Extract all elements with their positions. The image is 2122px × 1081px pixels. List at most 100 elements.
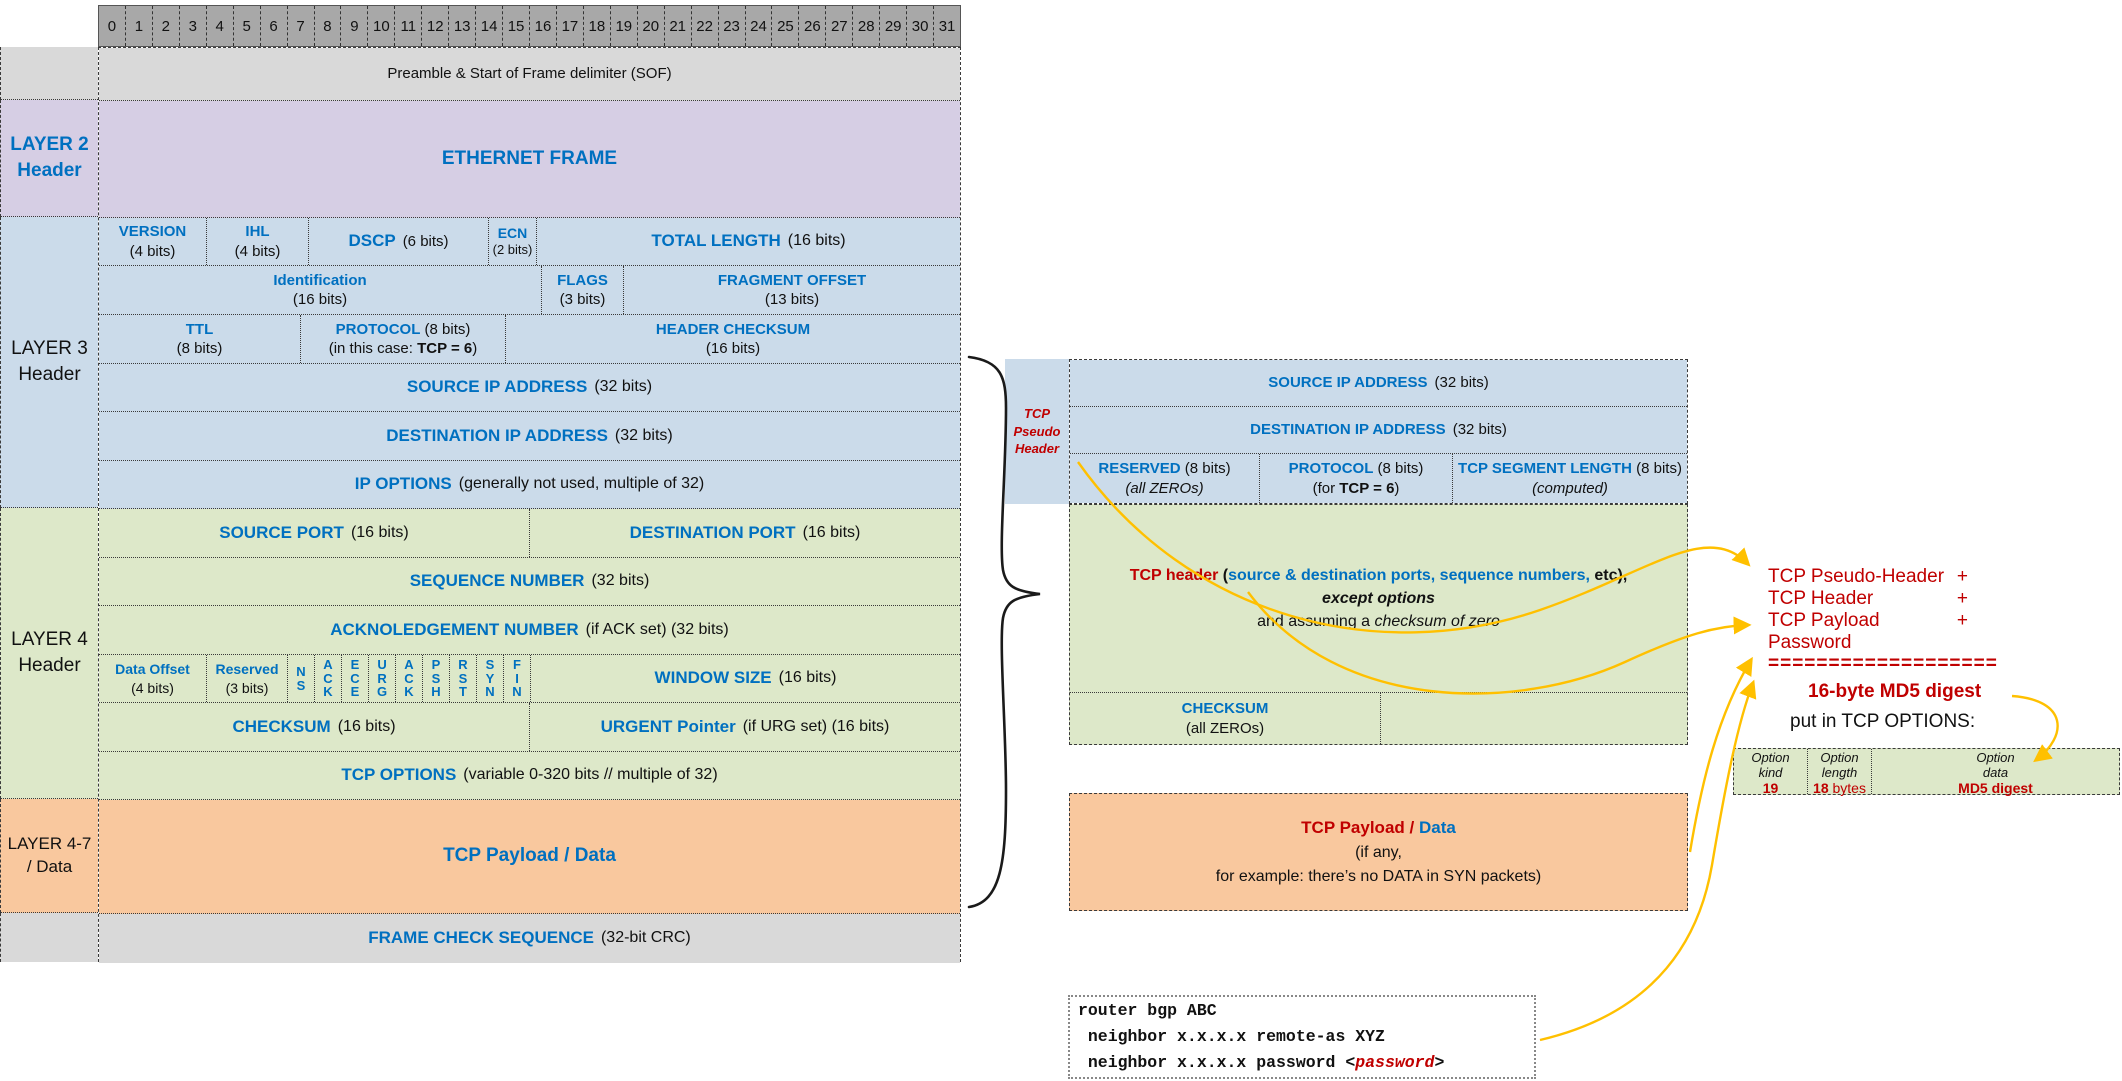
preamble-text: Preamble & Start of Frame delimiter (SOF…	[387, 65, 672, 83]
source-ip-name: SOURCE IP ADDRESS	[406, 377, 588, 397]
tcp-header-assuming: and assuming a	[1257, 613, 1375, 631]
tcp-options-row: TCP OPTIONS (variable 0-320 bits // mult…	[99, 752, 960, 800]
dscp-bits: (6 bits)	[402, 232, 449, 250]
bit-number-cell: 27	[826, 6, 854, 46]
md5-line-payload: TCP Payload+	[1768, 610, 1968, 632]
option-kind-value: 19	[1762, 779, 1779, 796]
pseudo-segment-length-bits: (8 bits)	[1636, 460, 1682, 477]
option-length-value: 18 bytes	[1813, 780, 1866, 796]
bit-number-cell: 3	[179, 6, 207, 46]
ecn-cell: ECN (2 bits)	[489, 218, 537, 265]
md5-plus: +	[1956, 588, 1968, 609]
tcp-flag-cell: SYN	[477, 655, 504, 702]
tcp-flag-cell: RST	[450, 655, 477, 702]
pseudo-reserved-bits: (8 bits)	[1184, 460, 1231, 477]
tcp-header-etc: etc	[1589, 566, 1618, 584]
bgp-config-line-2: neighbor x.x.x.x remote-as XYZ	[1078, 1027, 1385, 1046]
pseudo-header-table: SOURCE IP ADDRESS (32 bits) DESTINATION …	[1069, 359, 1688, 504]
ecn-name: ECN	[497, 224, 528, 241]
version-cell: VERSION (4 bits)	[99, 218, 207, 265]
ttl-name: TTL	[185, 320, 214, 338]
tcp-payload-row: TCP Payload / Data	[99, 800, 960, 914]
tcp-header-box: TCP header (source & destination ports, …	[1069, 504, 1688, 745]
layer4-header-label: LAYER 4 Header	[0, 508, 98, 799]
pseudo-reserved-cell: RESERVED (8 bits) (all ZEROs)	[1070, 454, 1260, 503]
pseudo-protocol-value: TCP = 6	[1339, 479, 1395, 497]
pseudo-segment-length-line1: TCP SEGMENT LENGTH (8 bits)	[1458, 459, 1682, 479]
header-checksum-name: HEADER CHECKSUM	[655, 320, 811, 338]
tcp-checksum-bits: (16 bits)	[337, 717, 396, 735]
protocol-cell: PROTOCOL (8 bits) (in this case: TCP = 6…	[301, 315, 506, 363]
bit-number-cell: 13	[449, 6, 477, 46]
bit-number-cell: 24	[745, 6, 773, 46]
urgent-pointer-name: URGENT Pointer	[600, 716, 736, 736]
ip-row-1: VERSION (4 bits) IHL (4 bits) DSCP (6 bi…	[99, 218, 960, 266]
bit-number-cell: 14	[476, 6, 504, 46]
pseudo-destination-ip-row: DESTINATION IP ADDRESS (32 bits)	[1070, 407, 1687, 454]
destination-port-cell: DESTINATION PORT (16 bits)	[530, 509, 960, 557]
reserved-cell: Reserved (3 bits)	[207, 655, 288, 702]
bit-number-cell: 2	[152, 6, 180, 46]
fragment-offset-name: FRAGMENT OFFSET	[717, 271, 867, 289]
pseudo-protocol-name: PROTOCOL	[1288, 460, 1374, 477]
option-data-value: MD5 digest	[1958, 779, 2033, 796]
zero-checksum-name: CHECKSUM	[1181, 700, 1269, 717]
source-port-name: SOURCE PORT	[219, 522, 344, 542]
destination-ip-bits: (32 bits)	[614, 426, 673, 444]
ethernet-frame-cell: ETHERNET FRAME	[99, 101, 960, 217]
offset-flags-window-row: Data Offset (4 bits) Reserved (3 bits) N…	[99, 655, 960, 703]
acknowledgement-note: (if ACK set) (32 bits)	[585, 620, 729, 638]
ip-row-3: TTL (8 bits) PROTOCOL (8 bits) (in this …	[99, 315, 960, 364]
ip-options-cell: IP OPTIONS (generally not used, multiple…	[99, 461, 960, 508]
tcp-header-line1: TCP header (source & destination ports, …	[1130, 564, 1628, 587]
tcp-header-checksum-row: CHECKSUM (all ZEROs)	[1070, 693, 1687, 744]
fragment-offset-cell: FRAGMENT OFFSET (13 bits)	[624, 266, 960, 314]
identification-bits: (16 bits)	[292, 291, 348, 308]
checksum-urgent-row: CHECKSUM (16 bits) URGENT Pointer (if UR…	[99, 703, 960, 752]
tcp-checksum-name: CHECKSUM	[232, 716, 331, 736]
bgp-config-box: router bgp ABC neighbor x.x.x.x remote-a…	[1068, 995, 1536, 1079]
tcp-header-main-cell: TCP header (source & destination ports, …	[1070, 505, 1687, 692]
ethernet-frame-text: ETHERNET FRAME	[441, 147, 618, 169]
window-size-bits: (16 bits)	[778, 669, 837, 687]
tcp-payload-data-word: Data	[1418, 818, 1456, 838]
ethernet-frame-row: ETHERNET FRAME	[99, 101, 960, 218]
data-offset-cell: Data Offset (4 bits)	[99, 655, 207, 702]
bit-number-cell: 12	[422, 6, 450, 46]
bit-number-cell: 0	[99, 6, 126, 46]
option-kind-label: Option kind	[1751, 750, 1790, 780]
tcp-header-except-options: except options	[1322, 589, 1435, 607]
option-length-label: Option length	[1820, 750, 1859, 780]
md5-plus: +	[1956, 610, 1968, 631]
header-checksum-cell: HEADER CHECKSUM (16 bits)	[506, 315, 960, 363]
acknowledgement-name: ACKNOLEDGEMENT NUMBER	[330, 619, 579, 639]
ihl-name: IHL	[245, 223, 270, 240]
destination-port-bits: (16 bits)	[802, 523, 861, 541]
identification-name: Identification	[273, 271, 367, 289]
pseudo-segment-length-cell: TCP SEGMENT LENGTH (8 bits) (computed)	[1453, 454, 1687, 503]
sequence-number-cell: SEQUENCE NUMBER (32 bits)	[99, 558, 960, 605]
destination-ip-name: DESTINATION IP ADDRESS	[386, 425, 608, 445]
total-length-bits: (16 bits)	[787, 232, 846, 250]
pseudo-source-ip-name: SOURCE IP ADDRESS	[1268, 374, 1428, 392]
tcp-checksum-cell: CHECKSUM (16 bits)	[99, 703, 530, 751]
layer-label-column: LAYER 2 Header LAYER 3 Header LAYER 4 He…	[0, 47, 98, 962]
pseudo-segment-length-name: TCP SEGMENT LENGTH	[1458, 460, 1632, 477]
bit-number-cell: 7	[287, 6, 315, 46]
tcp-header-main-row: TCP header (source & destination ports, …	[1070, 505, 1687, 693]
tcp-header-paren-close: ),	[1617, 566, 1628, 584]
destination-ip-cell: DESTINATION IP ADDRESS (32 bits)	[99, 412, 960, 460]
fcs-label-spacer	[0, 913, 98, 962]
pseudo-protocol-for: (for	[1312, 479, 1340, 497]
layer3-header-label: LAYER 3 Header	[0, 217, 98, 508]
ip-options-name: IP OPTIONS	[354, 474, 452, 494]
pseudo-reserved-note: (all ZEROs)	[1125, 479, 1204, 497]
tcp-payload-cell: TCP Payload / Data	[99, 800, 960, 913]
acknowledgement-row: ACKNOLEDGEMENT NUMBER (if ACK set) (32 b…	[99, 606, 960, 655]
pseudo-protocol-close: )	[1394, 479, 1400, 497]
bit-number-cell: 11	[395, 6, 423, 46]
source-port-cell: SOURCE PORT (16 bits)	[99, 509, 530, 557]
version-bits: (4 bits)	[129, 242, 176, 260]
ihl-bits: (4 bits)	[234, 242, 281, 260]
